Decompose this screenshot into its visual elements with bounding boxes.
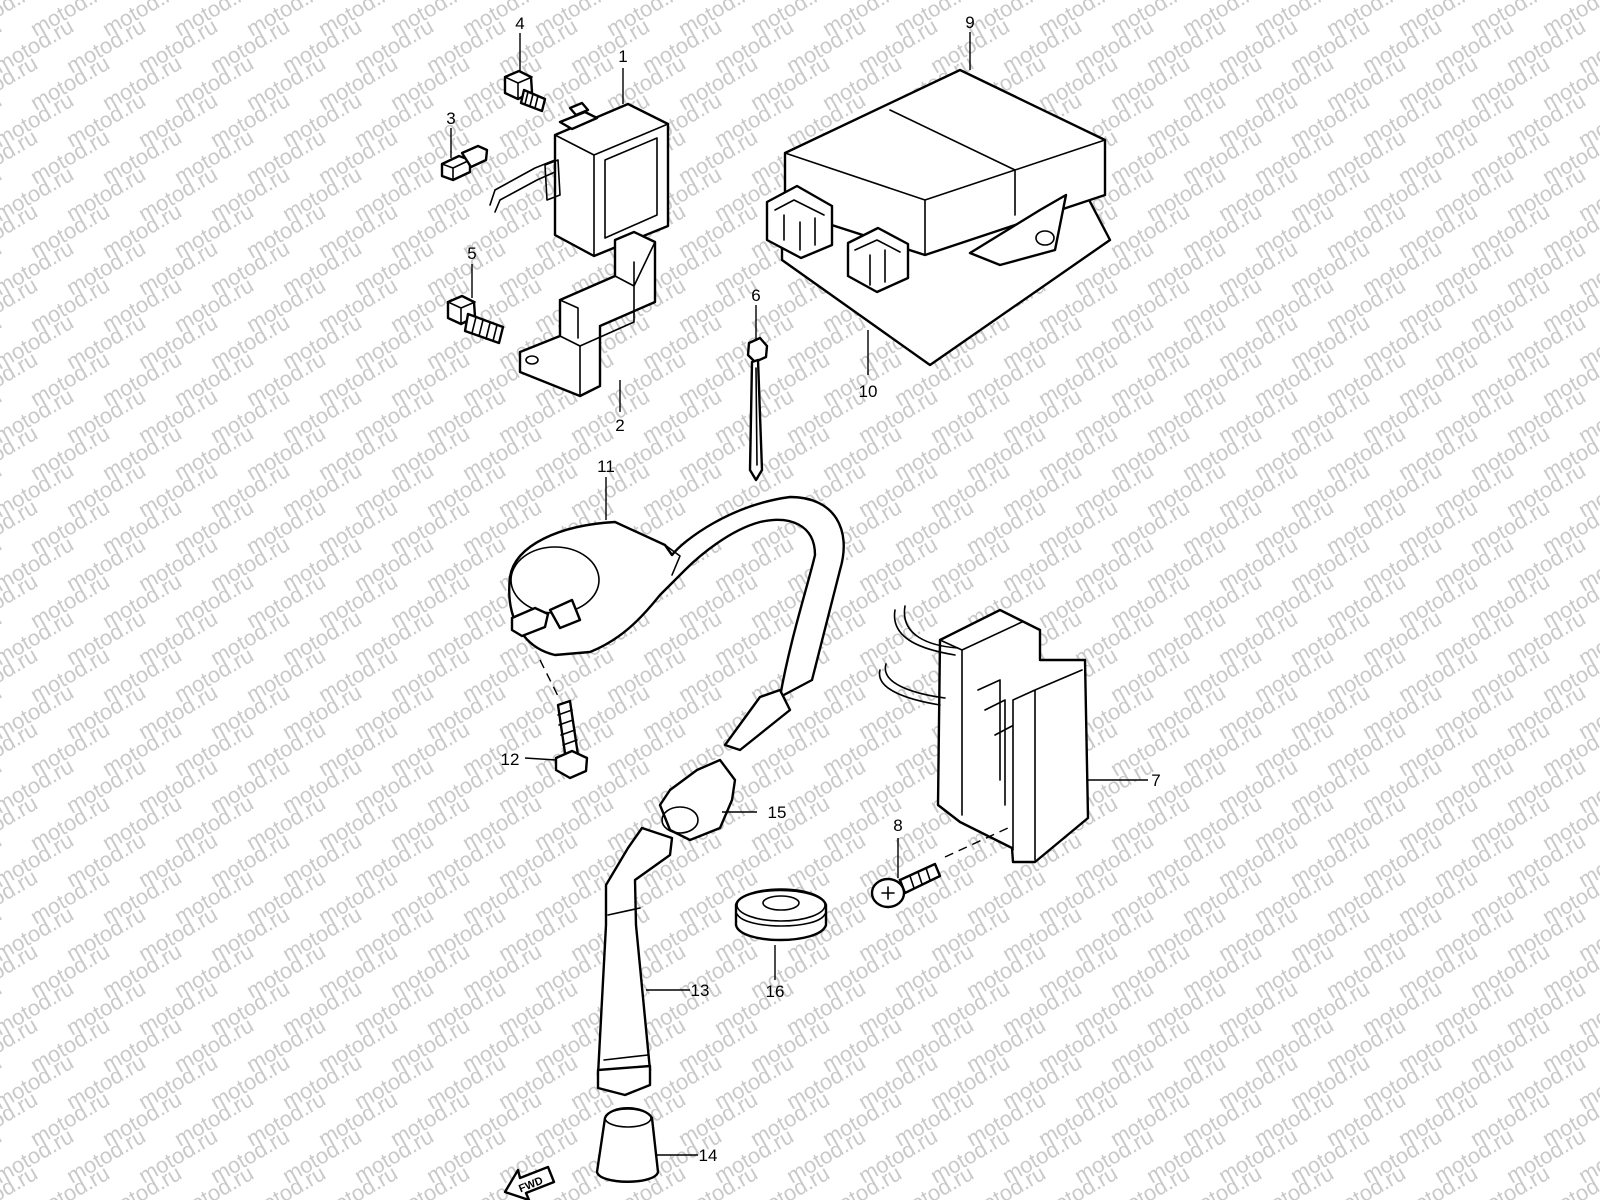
part-number-5: 5: [467, 244, 476, 263]
part-number-10: 10: [859, 382, 878, 401]
part-number-11: 11: [597, 457, 615, 476]
part-number-12: 12: [501, 750, 520, 769]
part-number-8: 8: [893, 816, 902, 835]
watermark-text: motod.ru: [1574, 0, 1600, 4]
part-number-16: 16: [766, 982, 785, 1001]
part-16-grommet[interactable]: [734, 888, 828, 942]
part-number-1: 1: [618, 47, 627, 66]
part-number-9: 9: [965, 13, 974, 32]
part-number-13: 13: [691, 981, 710, 1000]
part-number-2: 2: [615, 416, 624, 435]
part-number-4: 4: [515, 14, 524, 33]
part-14-cover[interactable]: [595, 1107, 660, 1183]
part-number-7: 7: [1151, 771, 1160, 790]
part-number-14: 14: [699, 1146, 718, 1165]
part-number-3: 3: [446, 109, 455, 128]
part-number-15: 15: [768, 803, 787, 822]
part-number-6: 6: [751, 286, 760, 305]
